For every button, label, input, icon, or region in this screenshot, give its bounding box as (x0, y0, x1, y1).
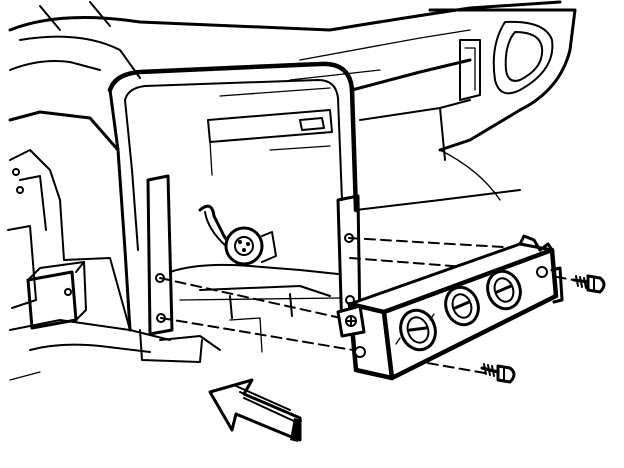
wiring-connector (198, 204, 277, 266)
view-direction-arrow (208, 378, 302, 442)
fastener-lower (480, 363, 516, 384)
control-knob-right (486, 269, 522, 311)
instrument-panel-carrier (7, 0, 577, 381)
control-knob-center (444, 285, 480, 327)
heater-ac-control-module (336, 234, 564, 381)
control-knob-left (395, 308, 437, 352)
fastener-upper-right (572, 274, 606, 294)
